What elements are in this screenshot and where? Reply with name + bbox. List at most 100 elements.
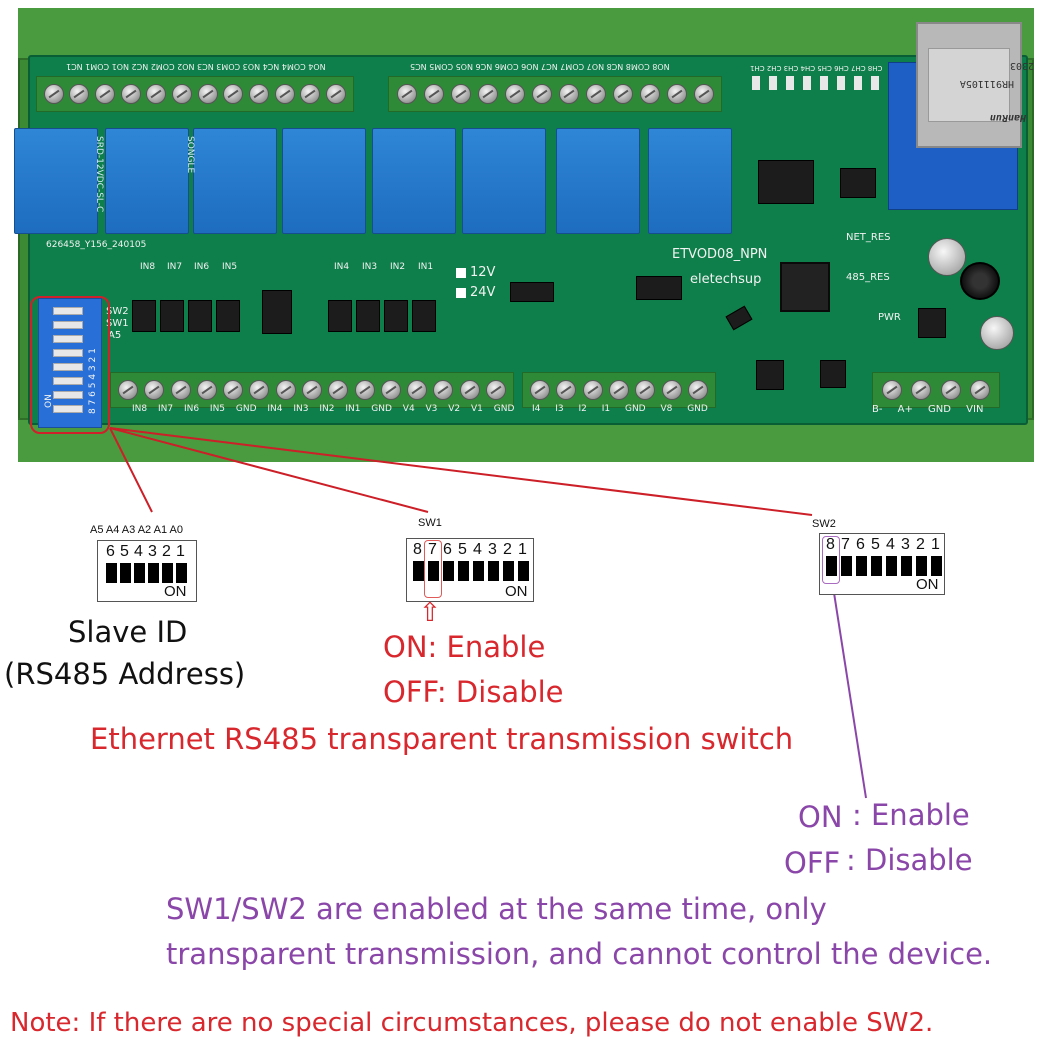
ic-chip bbox=[758, 160, 814, 204]
relay-6 bbox=[462, 128, 546, 234]
sw1-dip-on-label: ON bbox=[505, 583, 528, 600]
relay-4 bbox=[282, 128, 366, 234]
ic-chip bbox=[510, 282, 554, 302]
sw2-dip-diagram: 8 7 6 5 4 3 2 1 ON bbox=[819, 533, 945, 595]
voltage-24v-label: 24V bbox=[470, 285, 496, 300]
sw1-off-state: OFF: Disable bbox=[383, 675, 564, 709]
channel-led-labels: CH8 CH7 CH6 CH5 CH4 CH3 CH2 CH1 bbox=[750, 64, 883, 72]
mcu-chip bbox=[780, 262, 830, 312]
opto-label-in2: IN2 bbox=[390, 262, 406, 272]
sw1-on-state: ON: Enable bbox=[383, 630, 546, 664]
sw2-dip-switches bbox=[820, 556, 944, 578]
ethernet-brand: HanRun bbox=[989, 112, 1026, 123]
sw2-title: SW2 bbox=[812, 518, 836, 530]
net-res-label: NET_RES bbox=[846, 232, 891, 243]
both-enabled-note-line1: SW1/SW2 are enabled at the same time, on… bbox=[166, 892, 827, 926]
sw2-off-word: OFF bbox=[784, 846, 841, 880]
opto-label-in4: IN4 bbox=[334, 262, 350, 272]
optocoupler bbox=[356, 300, 380, 332]
top-terminal-block-right bbox=[388, 76, 722, 112]
sw2-on-value: : Enable bbox=[852, 798, 970, 832]
opto-label-in1: IN1 bbox=[418, 262, 434, 272]
bottom-terminal-block-1 bbox=[110, 372, 514, 408]
bottom-labels-3: B- A+ GND VIN bbox=[872, 404, 984, 415]
board-a5-label: A5 bbox=[108, 330, 122, 341]
voltage-12v-label: 12V bbox=[470, 265, 496, 280]
sw2-warning-note: Note: If there are no special circumstan… bbox=[10, 1008, 934, 1038]
bottom-labels-1: IN8 IN7 IN6 IN5 GND IN4 IN3 IN2 IN1 GND … bbox=[132, 404, 515, 414]
din-rail-top bbox=[18, 8, 1034, 60]
relay-8 bbox=[648, 128, 732, 234]
slave-id-caption: Slave ID bbox=[68, 615, 188, 649]
address-dip-diagram: 6 5 4 3 2 1 ON bbox=[97, 540, 197, 602]
sw1-description: Ethernet RS485 transparent transmission … bbox=[90, 722, 794, 756]
ic-chip bbox=[840, 168, 876, 198]
ic-chip bbox=[756, 360, 784, 390]
optocoupler bbox=[412, 300, 436, 332]
pcb-code: 626458_Y156_240105 bbox=[46, 240, 147, 250]
inductor bbox=[960, 262, 1000, 300]
address-dip-on-label: ON bbox=[164, 583, 187, 600]
both-enabled-note-line2: transparent transmission, and cannot con… bbox=[166, 937, 993, 971]
board-sw1-label: SW1 bbox=[106, 318, 129, 329]
voltage-24v-marker bbox=[456, 288, 466, 298]
sw1-title: SW1 bbox=[418, 517, 442, 529]
opto-label-in3: IN3 bbox=[362, 262, 378, 272]
sw2-dip-on-label: ON bbox=[916, 576, 939, 593]
bottom-labels-2: I4 I3 I2 I1 GND V8 GND bbox=[532, 404, 708, 414]
opto-label-in6: IN6 bbox=[194, 262, 210, 272]
board-brand: eletechsup bbox=[690, 272, 762, 287]
ethernet-date-code: 2303 bbox=[1009, 60, 1034, 71]
ic-chip bbox=[918, 308, 946, 338]
ic-chip bbox=[636, 276, 682, 300]
sw1-pin7-highlight bbox=[424, 540, 442, 598]
top-terminal-labels-right: NO8 COM8 NC8 NO7 COM7 NC7 NO6 COM6 NC6 N… bbox=[410, 62, 670, 71]
rj45-jack bbox=[916, 22, 1022, 148]
res-485-label: 485_RES bbox=[846, 272, 890, 283]
optocoupler bbox=[132, 300, 156, 332]
top-terminal-block-left bbox=[36, 76, 354, 112]
relay-3 bbox=[193, 128, 277, 234]
bottom-terminal-block-3 bbox=[872, 372, 1000, 408]
pcb bbox=[28, 55, 1028, 425]
optocoupler bbox=[384, 300, 408, 332]
optocoupler bbox=[328, 300, 352, 332]
channel-leds bbox=[752, 76, 882, 90]
capacitor bbox=[928, 238, 966, 276]
rs485-address-caption: (RS485 Address) bbox=[4, 657, 246, 691]
board-model: ETVOD08_NPN bbox=[672, 247, 768, 262]
sw2-pin8-highlight bbox=[822, 536, 840, 584]
relay-2 bbox=[105, 128, 189, 234]
capacitor bbox=[980, 316, 1014, 350]
sw1-dip-diagram: 8 7 6 5 4 3 2 1 ON bbox=[406, 538, 534, 602]
bottom-terminal-block-2 bbox=[522, 372, 716, 408]
relay-5 bbox=[372, 128, 456, 234]
board-photo: NO4 COM4 NC4 NO3 COM3 NC3 NO2 COM2 NC2 N… bbox=[0, 0, 1050, 470]
board-dip-switch bbox=[38, 298, 102, 428]
dip-switch-highlight bbox=[30, 296, 110, 434]
relay-brand-label: SONGLE bbox=[185, 136, 195, 174]
address-pin-labels: A5 A4 A3 A2 A1 A0 bbox=[90, 524, 183, 536]
callout-line-sw2-state bbox=[831, 579, 867, 799]
opto-label-in8: IN8 bbox=[140, 262, 156, 272]
sw2-on-word: ON bbox=[798, 800, 843, 834]
pwr-label: PWR bbox=[878, 312, 901, 323]
relay-model-label: SRD-12VDC-SL-C bbox=[94, 136, 104, 213]
sw1-dip-switches bbox=[407, 561, 533, 583]
top-terminal-labels-left: NO4 COM4 NC4 NO3 COM3 NC3 NO2 COM2 NC2 N… bbox=[66, 62, 326, 71]
ic-chip bbox=[820, 360, 846, 388]
sw2-off-value: : Disable bbox=[846, 843, 973, 877]
relay-1 bbox=[14, 128, 98, 234]
opto-label-in7: IN7 bbox=[167, 262, 183, 272]
optocoupler bbox=[216, 300, 240, 332]
optocoupler bbox=[160, 300, 184, 332]
ethernet-part-number: HR911105A bbox=[959, 78, 1014, 89]
ic-chip bbox=[262, 290, 292, 334]
opto-label-in5: IN5 bbox=[222, 262, 238, 272]
optocoupler bbox=[188, 300, 212, 332]
address-dip-switches bbox=[98, 563, 196, 585]
voltage-12v-marker bbox=[456, 268, 466, 278]
sw1-arrow-icon: ⇧ bbox=[419, 598, 441, 628]
board-sw2-label: SW2 bbox=[106, 306, 129, 317]
relay-7 bbox=[556, 128, 640, 234]
